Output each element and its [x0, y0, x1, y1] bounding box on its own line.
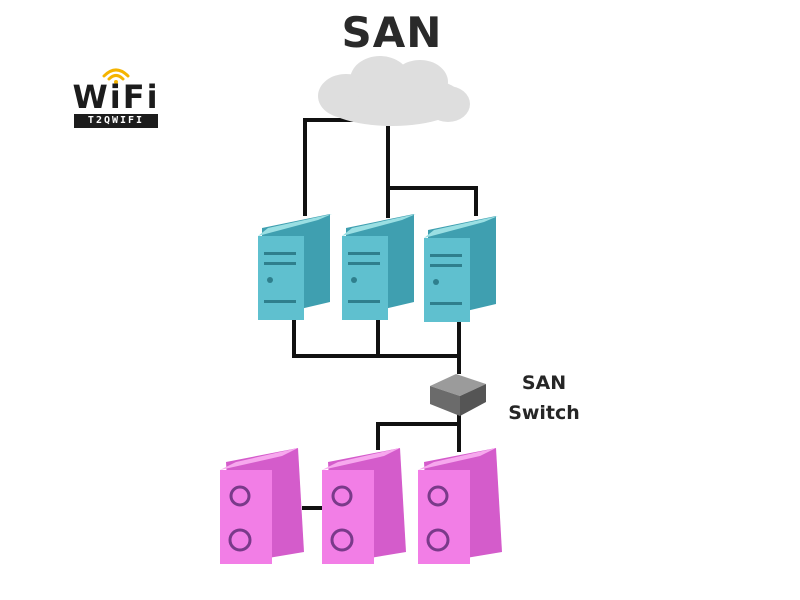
cloud-icon	[318, 56, 470, 126]
logo-wordmark: WiFi	[72, 78, 160, 116]
server-tower-icon	[258, 214, 332, 320]
server-tower-icon	[424, 216, 498, 322]
switch-label: SAN Switch	[498, 368, 590, 428]
network-switch-icon	[430, 374, 486, 416]
logo-tagline: T2QWIFI	[74, 114, 158, 128]
switch-label-line2: Switch	[508, 402, 580, 424]
cloud-link-left	[303, 118, 372, 216]
switch-label-line1: SAN	[521, 372, 567, 394]
diagram-title: SAN	[341, 8, 443, 57]
workstation-tower-icon	[220, 448, 304, 564]
cloud-link-branch	[388, 186, 478, 216]
wifi-signal-icon	[102, 68, 130, 84]
switch-drop	[376, 414, 461, 452]
server-tower-icon	[342, 214, 416, 320]
server-bus	[292, 316, 461, 374]
brand-logo: WiFi T2QWIFI	[68, 64, 164, 132]
workstation-tower-icon	[322, 448, 406, 564]
workstation-tower-icon	[418, 448, 502, 564]
